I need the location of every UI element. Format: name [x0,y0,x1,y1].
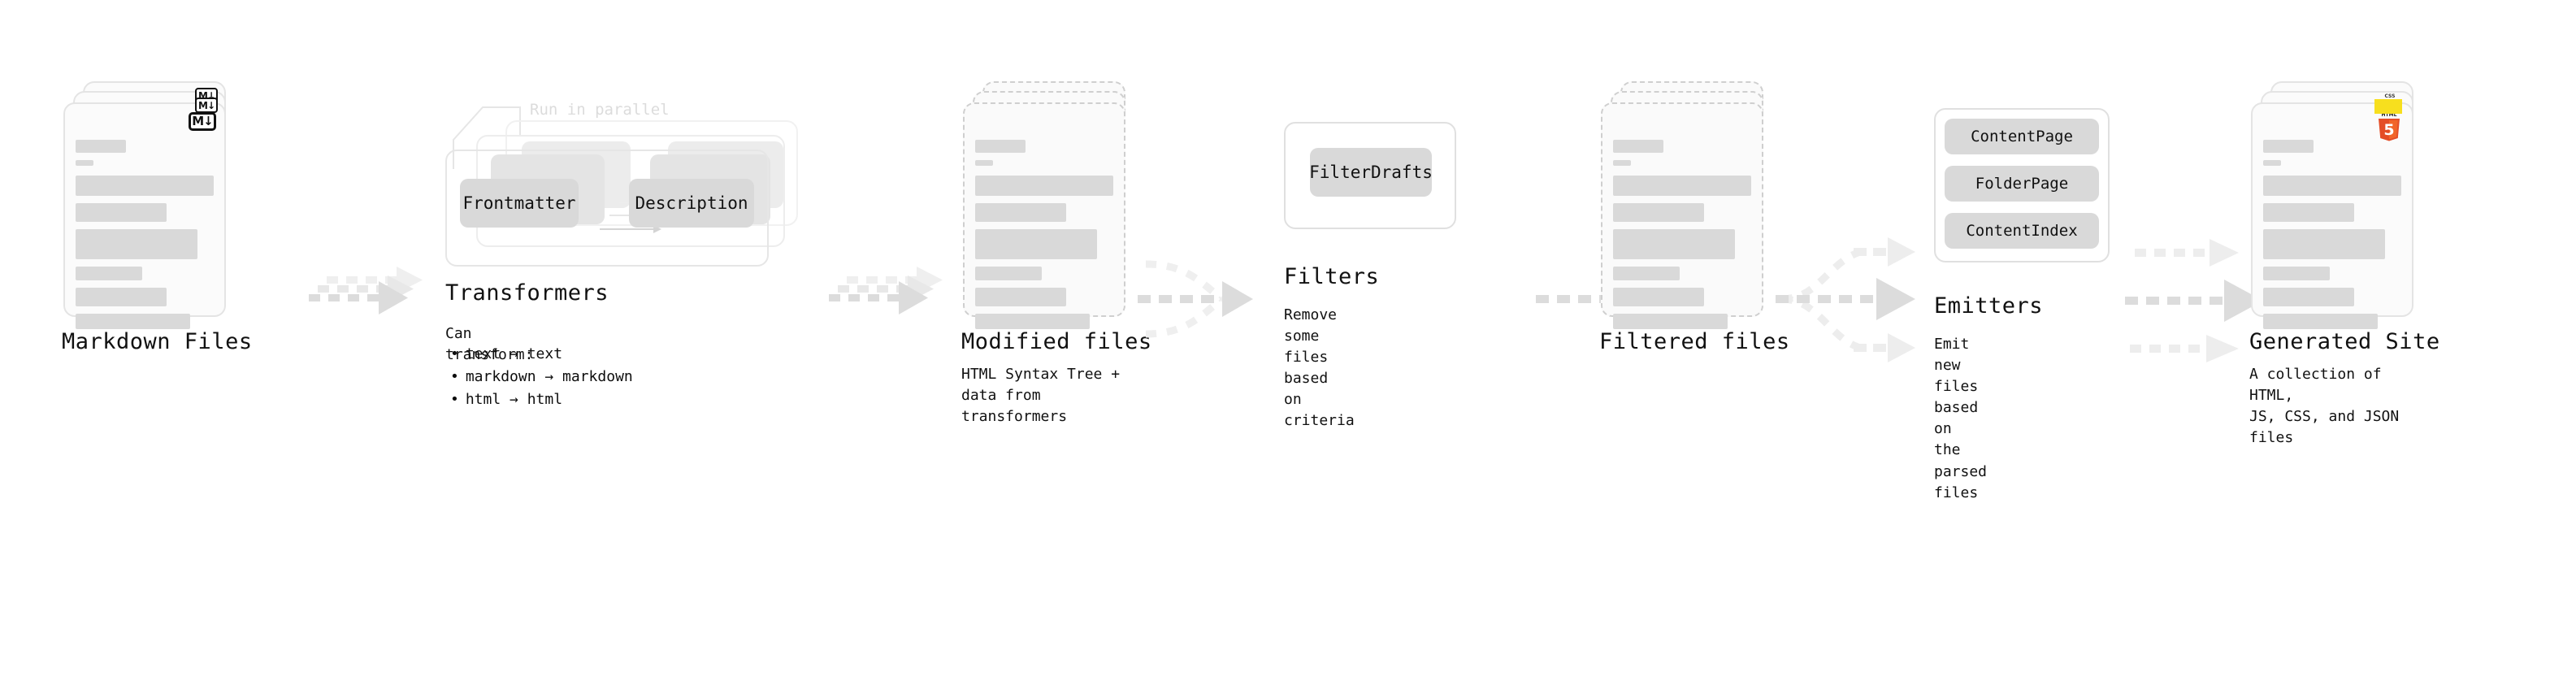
arrow-transformers-to-modified [829,267,943,314]
stage-modified-files: Modified files HTML Syntax Tree + data f… [961,81,1151,425]
emitters-group-box [1934,108,2110,262]
site-doc-front: HTML 5 [2251,102,2413,329]
filtered-doc-front [1601,102,1763,329]
svg-text:HTML: HTML [2382,112,2397,118]
arrow-emitters-to-site [2125,239,2263,362]
doc-content-bars [76,140,214,336]
stage-filtered-files: Filtered files [1599,81,1789,354]
run-in-parallel-label: Run in parallel [530,101,670,119]
modified-doc-stack [963,81,1132,329]
stage-title-markdown-files: Markdown Files [62,329,253,354]
chip-folderpage[interactable]: FolderPage [1945,166,2099,202]
site-doc-stack: CSS HTML 5 [2251,81,2420,329]
arrow-modified-to-filters [1138,260,1253,338]
stage-title-transformers: Transformers [445,280,609,306]
transformers-bullets: text → text markdown → markdown html → h… [445,343,633,411]
stage-title-filters: Filters [1284,264,1380,289]
chip-frontmatter[interactable]: Frontmatter [460,179,579,228]
html5-icon: HTML 5 [2376,111,2402,145]
arrow-markdown-to-transformers [309,267,423,314]
modified-doc-front [963,102,1125,329]
chip-description[interactable]: Description [629,179,754,228]
stage-title-filtered-files: Filtered files [1599,329,1790,354]
svg-text:5: 5 [2383,121,2394,139]
filters-group-box [1284,122,1456,229]
stage-markdown-files: M↓ M↓ M↓ Markdown Files [62,81,252,354]
modified-files-subtitle: HTML Syntax Tree + data from transformer… [961,366,1121,426]
transform-rule: markdown → markdown [445,366,633,388]
stage-title-emitters: Emitters [1934,293,2044,319]
svg-text:CSS: CSS [2385,93,2396,99]
arrow-filtered-to-emitters [1776,237,1915,362]
doc-content-bars [975,140,1113,336]
transformers-group-box [445,150,769,267]
markdown-doc-stack: M↓ M↓ M↓ [63,81,232,329]
markdown-icon: M↓ [189,112,216,131]
generated-site-subtitle: A collection of HTML, JS, CSS, and JSON … [2249,366,2400,447]
stage-title-modified-files: Modified files [961,329,1152,354]
js-icon [2374,99,2402,114]
doc-content-bars [2263,140,2401,336]
emitters-subtitle: Emit new files based on the parsed files [1934,336,1988,501]
filtered-doc-stack [1601,81,1770,329]
doc-content-bars [1613,140,1751,336]
stage-title-generated-site: Generated Site [2249,329,2440,354]
stage-generated-site: CSS HTML 5 [2249,81,2439,446]
filters-subtitle: Remove some files based on criteria [1284,306,1355,430]
markdown-doc-front: M↓ [63,102,226,329]
transform-rule: text → text [445,343,633,366]
transform-rule: html → html [445,388,633,411]
chip-filterdrafts[interactable]: FilterDrafts [1309,148,1433,197]
markdown-icon: M↓ [195,98,218,113]
chip-contentindex[interactable]: ContentIndex [1945,213,2099,249]
chip-contentpage[interactable]: ContentPage [1945,119,2099,154]
